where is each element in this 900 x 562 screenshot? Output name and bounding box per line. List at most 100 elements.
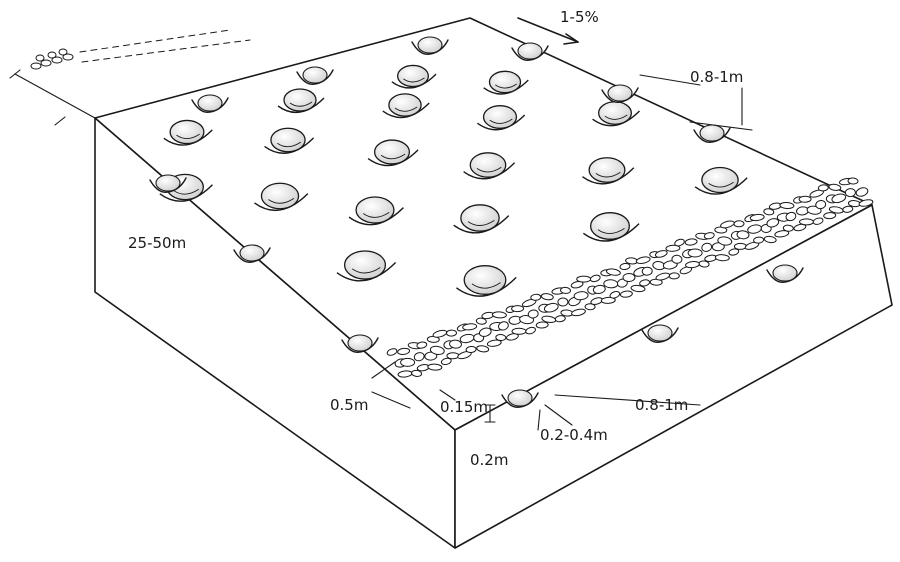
- stone: [535, 321, 549, 329]
- stone: [809, 189, 824, 198]
- stone: [679, 266, 693, 275]
- distant-stone-row: [30, 29, 251, 70]
- pit: [163, 119, 213, 146]
- edge-pit: [693, 124, 731, 143]
- edge-pit: [501, 389, 539, 408]
- right-face: [454, 204, 893, 549]
- bund-height-label: 0.15m: [440, 398, 488, 416]
- stone: [774, 230, 790, 238]
- stone: [831, 193, 847, 204]
- stone: [427, 363, 443, 371]
- stone: [446, 352, 460, 360]
- stone: [609, 291, 621, 299]
- stone: [703, 232, 715, 240]
- stone: [386, 348, 398, 356]
- stone: [622, 272, 636, 283]
- stone: [844, 188, 856, 198]
- stone: [462, 323, 478, 331]
- stone: [714, 254, 730, 262]
- stone: [674, 238, 685, 247]
- edge-pit: [296, 66, 334, 85]
- stone-bund: [386, 177, 874, 378]
- pit: [348, 196, 404, 226]
- stone: [573, 291, 589, 301]
- stone: [498, 321, 509, 331]
- pit-diameter-label: 0.2-0.4m: [540, 426, 608, 444]
- stone: [465, 345, 477, 354]
- stone: [641, 266, 653, 276]
- stone: [842, 205, 854, 213]
- stone: [654, 250, 668, 258]
- pit: [455, 265, 517, 297]
- stone: [600, 296, 616, 304]
- stone: [858, 199, 874, 207]
- dimension-lines: [9, 69, 753, 431]
- slope-label: 1-5%: [560, 8, 599, 26]
- stone: [798, 195, 812, 203]
- stone: [521, 298, 537, 308]
- stone: [671, 254, 683, 264]
- bund-width-label: 0.5m: [330, 396, 368, 414]
- stone: [511, 327, 527, 335]
- stone: [711, 242, 725, 252]
- pit: [391, 64, 437, 89]
- edge-pit: [601, 84, 639, 103]
- pit: [463, 152, 516, 180]
- stone: [576, 275, 592, 283]
- stone: [733, 242, 747, 250]
- stone: [603, 279, 619, 289]
- stone: [665, 244, 681, 252]
- pit-spacing-front-label: 0.8-1m: [635, 396, 688, 414]
- slope-arrow: [517, 17, 579, 45]
- stone: [540, 293, 554, 301]
- stone: [413, 352, 425, 362]
- stone: [763, 235, 777, 244]
- pit: [367, 139, 419, 167]
- stone: [812, 217, 824, 225]
- stone: [630, 284, 646, 293]
- stone: [440, 357, 452, 366]
- edge-pit: [341, 334, 379, 353]
- pit: [453, 204, 510, 234]
- stone: [736, 230, 750, 240]
- stone: [475, 317, 487, 325]
- stone: [491, 311, 507, 319]
- stone: [506, 333, 519, 341]
- stone: [397, 347, 411, 355]
- pit: [694, 166, 748, 195]
- stone: [779, 201, 795, 210]
- stone: [525, 326, 536, 335]
- edge-pit: [233, 244, 271, 263]
- stone: [411, 369, 423, 377]
- pit: [254, 182, 309, 211]
- stone: [584, 303, 596, 311]
- stone: [744, 241, 760, 250]
- stone: [424, 351, 438, 361]
- stone: [753, 236, 765, 244]
- stone: [446, 329, 457, 337]
- edge-pit: [411, 36, 449, 55]
- stone: [687, 248, 703, 258]
- stone: [416, 341, 428, 349]
- stone: [571, 308, 586, 317]
- stone: [799, 218, 814, 226]
- stone: [728, 248, 740, 256]
- stone: [570, 280, 584, 289]
- stone: [619, 262, 631, 271]
- stone: [619, 290, 633, 298]
- pit: [483, 70, 529, 95]
- pit: [476, 105, 526, 131]
- edge-pit: [766, 264, 804, 283]
- pit: [382, 93, 430, 119]
- pit: [592, 101, 641, 127]
- edge-pit: [511, 42, 549, 61]
- stone: [592, 284, 606, 294]
- stone: [400, 357, 416, 367]
- pit: [336, 250, 397, 282]
- stone: [668, 272, 680, 280]
- pit: [582, 212, 640, 242]
- stone: [557, 297, 569, 307]
- pit: [264, 127, 315, 154]
- stone: [478, 327, 492, 337]
